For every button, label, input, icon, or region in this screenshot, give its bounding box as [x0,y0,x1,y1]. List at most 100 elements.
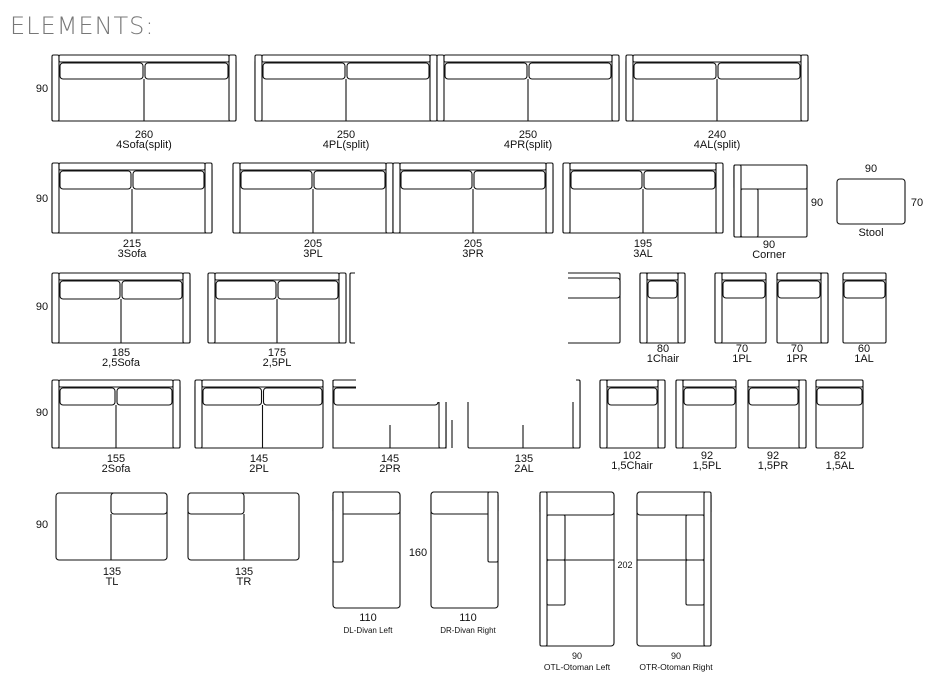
module-width-label: 102 [623,450,641,462]
module-width-label: 92 [767,450,779,462]
module-name-label: 1AL [854,353,874,365]
module-width-label: 250 [519,129,537,141]
module-1-5al: 821,5AL [815,379,864,472]
module-width-label: 90 [572,651,582,661]
stool-depth-label: 70 [911,197,923,209]
module-1-5pl: 921,5PL [675,379,737,472]
module-name-label: OTR-Otoman Right [639,662,713,672]
row-1-depth-label: 90 [36,83,48,95]
stool-name-label: Stool [858,227,883,239]
module-width-label: 110 [459,612,477,624]
stool-width-label: 90 [865,163,877,175]
module-width-label: 92 [701,450,713,462]
module-width-label: 250 [337,129,355,141]
module-name-label: TR [237,576,252,588]
corner-name-label: Corner [752,249,786,261]
module-width-label: 60 [858,343,870,355]
module-name-label: 3PR [462,248,483,260]
module-width-label: 135 [235,566,253,578]
row-4-depth-label: 90 [36,407,48,419]
page-title: ELEMENTS: [10,12,155,40]
module-name-label: 1PR [786,353,807,365]
module-width-label: 80 [657,343,669,355]
module-width-label: 185 [112,347,130,359]
module-name-label: 3PL [303,248,323,260]
module-width-label: 155 [107,453,125,465]
module-name-label: 2PL [249,463,269,475]
module-width-label: 215 [123,238,141,250]
row-2-depth-label: 90 [36,193,48,205]
module-name-label: DR-Divan Right [440,626,496,635]
module-width-label: 205 [464,238,482,250]
module-name-label: 2AL [514,463,534,475]
module-name-label: 4PR(split) [504,139,552,151]
module-width-label: 135 [103,566,121,578]
module-name-label: 4AL(split) [694,139,740,151]
module-name-label: 3Sofa [118,248,148,260]
row-5-depth-label: 90 [36,519,48,531]
module-name-label: 1Chair [647,353,680,365]
module-name-label: 1,5PL [693,460,722,472]
module-name-label: 4PL(split) [323,139,369,151]
module-width-label: 145 [381,453,399,465]
module-name-label: 2,5PL [263,357,292,369]
module-width-label: 240 [708,129,726,141]
module-name-label: 3AL [633,248,653,260]
module-width-label: 110 [359,612,377,624]
row-3-depth-label: 90 [36,301,48,313]
module-1-5pr: 921,5PR [747,379,807,472]
corner-depth-label: 90 [811,197,823,209]
module-width-label: 205 [304,238,322,250]
module-width-label: 175 [268,347,286,359]
module-name-label: 1PL [732,353,752,365]
module-name-label: 1,5AL [826,460,855,472]
module-name-label: OTL-Otoman Left [544,662,611,672]
otoman-depth-label: 202 [617,560,632,570]
blank-cover [355,268,568,390]
module-name-label: 4Sofa(split) [116,139,172,151]
module-name-label: 2,5Sofa [102,357,141,369]
module-name-label: 1,5Chair [611,460,653,472]
module-width-label: 82 [834,450,846,462]
module-name-label: 2Sofa [102,463,132,475]
module-name-label: DL-Divan Left [344,626,394,635]
corner-width-label: 90 [763,239,775,251]
module-width-label: 70 [736,343,748,355]
module-width-label: 90 [671,651,681,661]
module-width-label: 70 [791,343,803,355]
module-width-label: 260 [135,129,153,141]
module-name-label: 1,5PR [758,460,789,472]
module-width-label: 135 [515,453,533,465]
module-name-label: TL [106,576,119,588]
module-name-label: 2PR [379,463,400,475]
module-width-label: 195 [634,238,652,250]
divan-depth-label: 160 [409,547,427,559]
